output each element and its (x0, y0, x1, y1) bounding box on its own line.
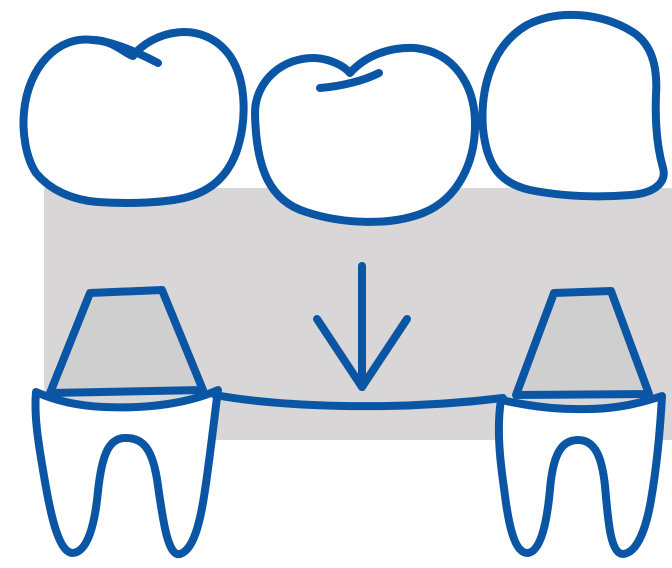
middle-pontic (255, 48, 475, 222)
left-abutment-root (35, 390, 218, 554)
right-abutment-root (499, 396, 662, 554)
left-crown (24, 32, 244, 203)
right-crown (483, 15, 664, 197)
dental-bridge (24, 15, 664, 222)
